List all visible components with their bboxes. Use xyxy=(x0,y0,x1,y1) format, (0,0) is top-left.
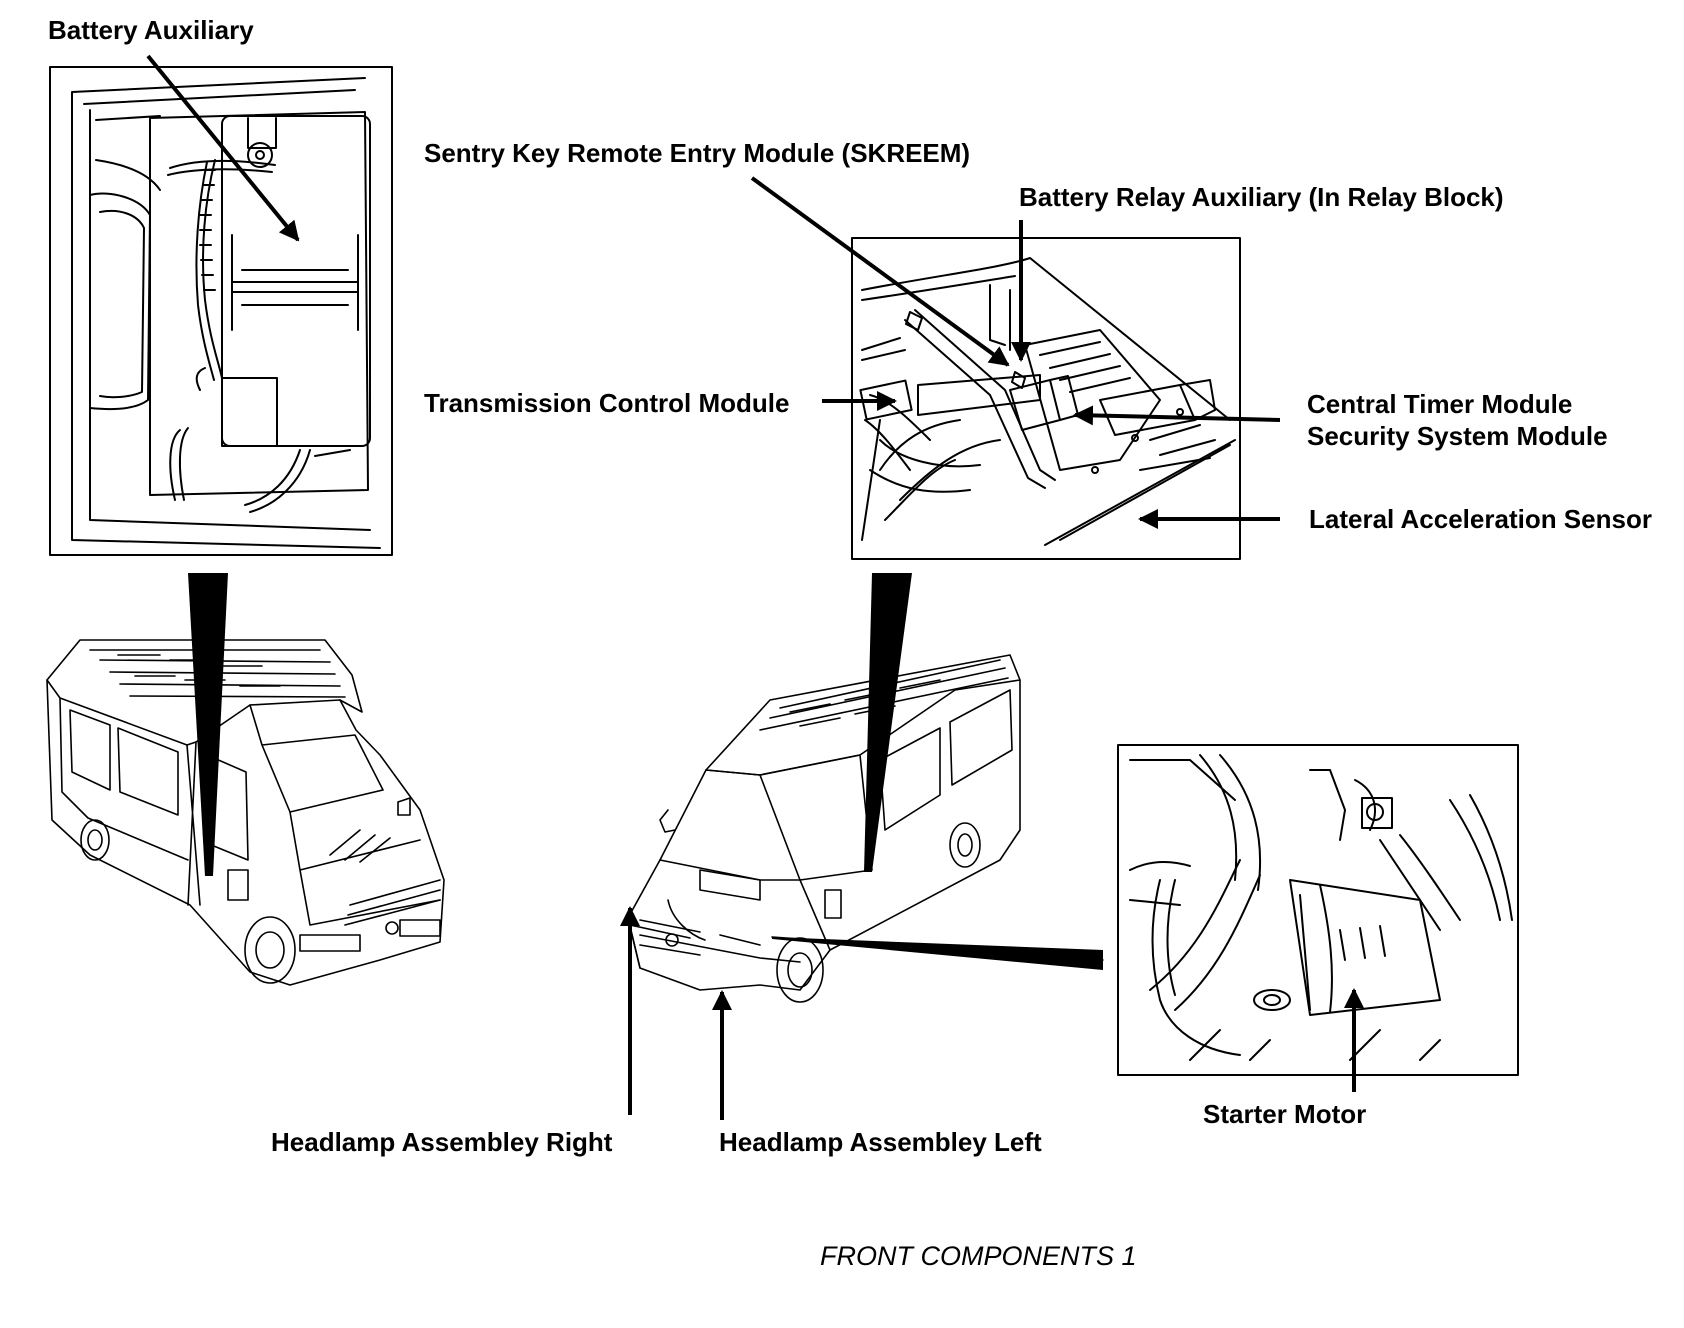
starter-motor-inset xyxy=(1117,744,1519,1076)
van-left-illustration xyxy=(46,639,445,986)
label-skreem: Sentry Key Remote Entry Module (SKREEM) xyxy=(424,138,971,168)
label-lateral-acceleration-sensor: Lateral Acceleration Sensor xyxy=(1309,504,1652,534)
label-starter-motor: Starter Motor xyxy=(1203,1099,1367,1129)
van-center-illustration xyxy=(627,654,1021,1003)
label-battery-auxiliary: Battery Auxiliary xyxy=(48,15,254,45)
label-transmission-control-module: Transmission Control Module xyxy=(424,388,790,418)
label-central-timer-module: Central Timer Module xyxy=(1307,389,1573,419)
battery-auxiliary-inset xyxy=(49,66,393,556)
left-callout-pointer xyxy=(188,573,228,876)
label-headlamp-right: Headlamp Assembley Right xyxy=(271,1127,613,1157)
right-callout-pointer xyxy=(864,573,912,872)
callout-arrows xyxy=(146,54,1364,1120)
arrow-battery-auxiliary xyxy=(146,54,300,242)
label-headlamp-left: Headlamp Assembley Left xyxy=(719,1127,1042,1157)
figure-caption: FRONT COMPONENTS 1 xyxy=(820,1241,1137,1271)
arrow-central-timer-module xyxy=(1073,405,1281,426)
arrow-skreem xyxy=(750,176,1010,367)
label-battery-relay-auxiliary: Battery Relay Auxiliary (In Relay Block) xyxy=(1019,182,1504,212)
starter-callout-pointer xyxy=(772,937,1103,970)
label-security-system-module: Security System Module xyxy=(1307,421,1608,451)
relay-block-inset xyxy=(851,237,1241,560)
